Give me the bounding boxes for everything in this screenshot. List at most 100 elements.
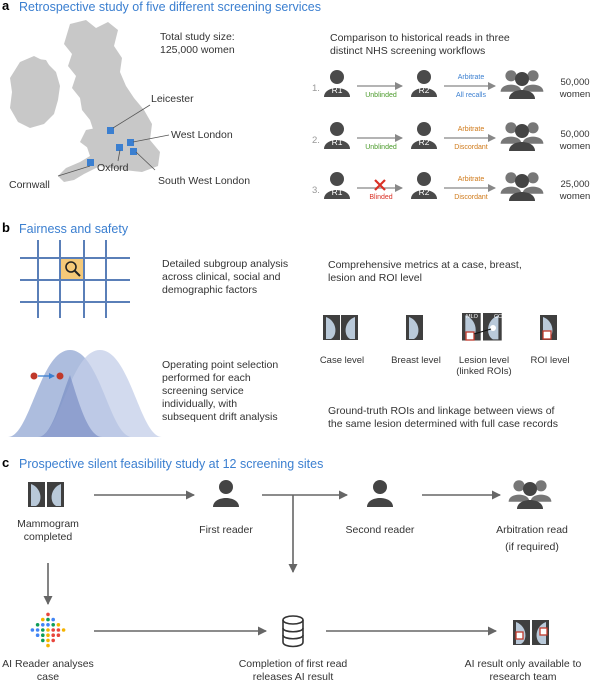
arbitration-group-icon bbox=[501, 172, 544, 201]
wf3-number: 3. bbox=[312, 185, 320, 196]
ai-dot bbox=[41, 623, 45, 627]
mammogram-line2: completed bbox=[23, 531, 73, 543]
arbitration-reader-icon bbox=[509, 480, 552, 509]
map-label-west-london: West London bbox=[171, 129, 233, 141]
first-reader-icon bbox=[213, 480, 239, 507]
mammogram-icon bbox=[28, 482, 64, 507]
roi-marker bbox=[542, 330, 552, 340]
ai-dot bbox=[51, 638, 55, 643]
panel-a-title: Retrospective study of five different sc… bbox=[19, 0, 321, 14]
ai-dot bbox=[46, 643, 50, 648]
ai-reader-line1: AI Reader analyses bbox=[2, 658, 94, 670]
search-icon bbox=[65, 261, 81, 277]
operating-point-end bbox=[56, 372, 64, 380]
ai-dot bbox=[46, 628, 50, 632]
ai-dot bbox=[41, 638, 45, 643]
subgroup-line1: Detailed subgroup analysis bbox=[162, 258, 289, 270]
study-size-line1: Total study size: bbox=[160, 31, 235, 43]
panel-c-title: Prospective silent feasibility study at … bbox=[19, 457, 324, 471]
wf3-r1-label: R1 bbox=[332, 187, 343, 197]
operating-line4: individually, with bbox=[162, 398, 238, 410]
blinded-cross-icon bbox=[374, 179, 386, 191]
reader-labels: R1 R2 R1 R2 R1 R2 bbox=[332, 85, 430, 197]
wf1-unit: women bbox=[559, 89, 591, 100]
arbitration-line1: Arbitration read bbox=[496, 524, 568, 536]
map-label-cornwall: Cornwall bbox=[9, 179, 50, 191]
wf1-number: 1. bbox=[312, 83, 320, 94]
lesion-level-image bbox=[462, 313, 502, 341]
operating-point-start bbox=[30, 372, 38, 380]
panel-c-letter: c bbox=[2, 455, 10, 470]
second-reader-label: Second reader bbox=[345, 524, 415, 536]
cc-label: CC bbox=[494, 314, 502, 320]
map-label-leicester: Leicester bbox=[151, 93, 194, 105]
ai-dot bbox=[51, 628, 55, 632]
south-west-london-marker bbox=[130, 148, 137, 155]
wf2-r2-label: R2 bbox=[419, 137, 430, 147]
operating-line3: screening service bbox=[162, 385, 244, 397]
subgroup-grid bbox=[20, 240, 130, 318]
lesion-roi-mlo bbox=[465, 331, 475, 341]
ai-dot bbox=[41, 617, 45, 622]
wf2-r1-label: R1 bbox=[332, 137, 343, 147]
ai-reader-line2: case bbox=[36, 671, 60, 683]
west-london-marker bbox=[127, 139, 134, 146]
wf3-arb-bottom: Discordant bbox=[454, 194, 488, 201]
oxford-marker bbox=[116, 144, 123, 151]
ai-result-image bbox=[513, 620, 549, 645]
wf3-link-label: Blinded bbox=[369, 194, 393, 201]
wf3-count: 25,000 bbox=[560, 179, 590, 190]
wf2-count: 50,000 bbox=[560, 129, 590, 140]
subgroup-line3: demographic factors bbox=[162, 284, 258, 296]
arbitration-line2: (if required) bbox=[505, 541, 559, 553]
case-level-image bbox=[323, 315, 358, 340]
wf1-arb-top: Arbitrate bbox=[457, 74, 485, 81]
comparison-line1: Comparison to historical reads in three bbox=[330, 32, 510, 44]
ground-truth-line2: the same lesion determined with full cas… bbox=[328, 418, 558, 430]
workflow-1 bbox=[324, 70, 543, 99]
ai-dot bbox=[46, 638, 50, 643]
workflow-3 bbox=[324, 172, 543, 201]
breast-level-image bbox=[406, 315, 423, 340]
wf1-arb-bottom: All recalls bbox=[456, 92, 486, 99]
wf1-r2-label: R2 bbox=[419, 85, 430, 95]
wf3-r2-label: R2 bbox=[419, 187, 430, 197]
operating-line1: Operating point selection bbox=[162, 359, 279, 371]
comparison-line2: distinct NHS screening workflows bbox=[330, 45, 486, 57]
study-size-line2: 125,000 women bbox=[160, 44, 235, 56]
ai-dot bbox=[35, 628, 40, 632]
wf2-arb-top: Arbitrate bbox=[457, 126, 485, 133]
metrics-line1: Comprehensive metrics at a case, breast, bbox=[328, 259, 522, 271]
ai-dot bbox=[61, 628, 66, 632]
ground-truth-line1: Ground-truth ROIs and linkage between vi… bbox=[328, 405, 555, 417]
ai-reader-dots-icon bbox=[30, 612, 66, 648]
ai-dot bbox=[56, 633, 61, 637]
ai-dot bbox=[35, 623, 40, 627]
wf2-unit: women bbox=[559, 141, 591, 152]
subgroup-line2: across clinical, social and bbox=[162, 271, 281, 283]
roi-level-image bbox=[540, 315, 557, 340]
cornwall-marker bbox=[87, 159, 94, 166]
case-level-label: Case level bbox=[319, 355, 365, 366]
uk-map bbox=[10, 20, 170, 182]
workflow-2 bbox=[324, 122, 543, 151]
first-reader-label: First reader bbox=[199, 524, 253, 536]
ai-dot bbox=[46, 617, 50, 622]
ai-dot bbox=[51, 633, 55, 637]
ai-dot bbox=[41, 633, 45, 637]
ai-dot bbox=[30, 628, 35, 632]
ai-dot bbox=[56, 623, 61, 627]
ai-dot bbox=[41, 628, 45, 632]
ai-result-line1: AI result only available to bbox=[464, 658, 582, 670]
metrics-line2: lesion and ROI level bbox=[328, 272, 422, 284]
arbitration-group-icon bbox=[501, 70, 544, 99]
lesion-level-label-line2: (linked ROIs) bbox=[456, 366, 512, 377]
wf1-link-label: Unblinded bbox=[365, 92, 397, 99]
second-reader-icon bbox=[367, 480, 393, 507]
ai-dot bbox=[46, 612, 50, 617]
panel-b-letter: b bbox=[2, 220, 10, 235]
ai-dot bbox=[56, 628, 61, 632]
ai-dot bbox=[46, 623, 50, 627]
ai-dot bbox=[35, 633, 40, 637]
